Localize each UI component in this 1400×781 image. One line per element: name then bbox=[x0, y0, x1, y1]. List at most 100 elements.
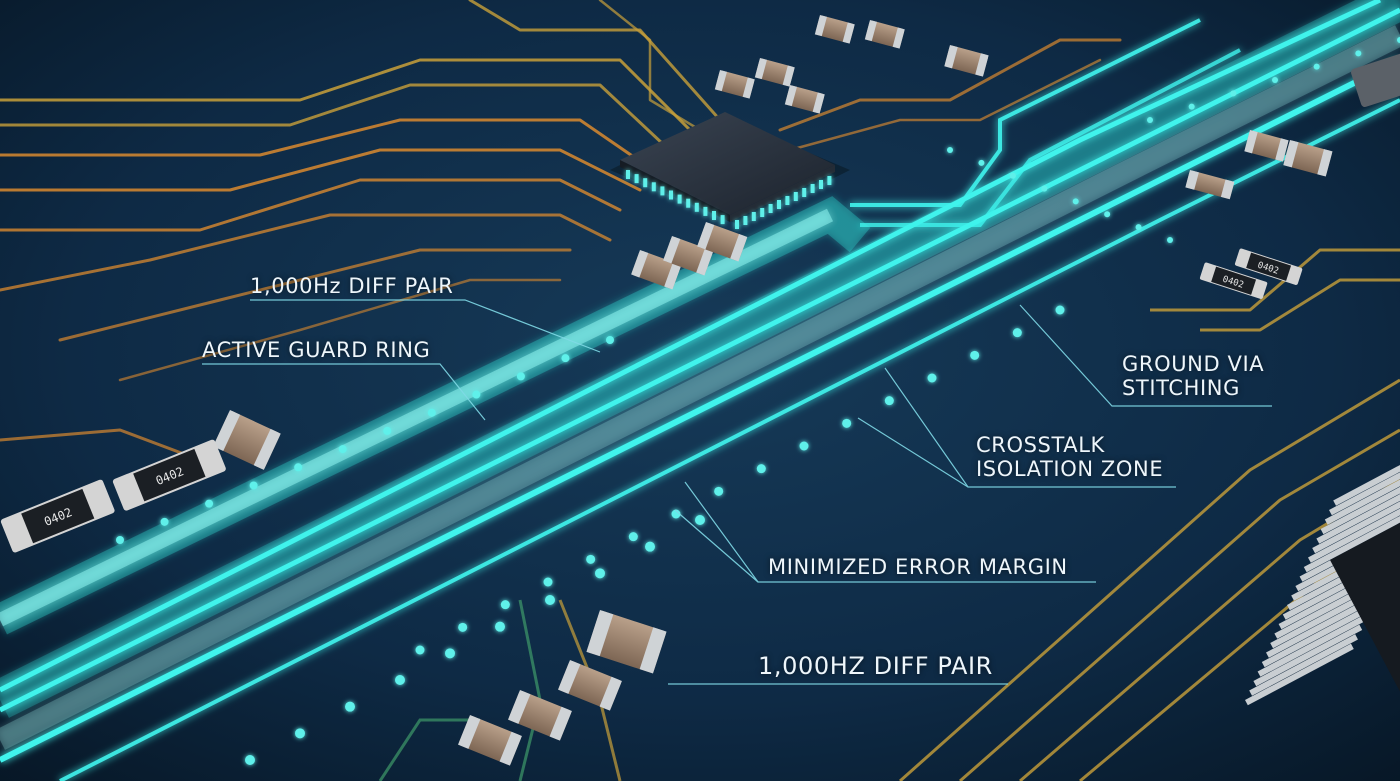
chip-pin bbox=[768, 204, 773, 213]
chip-pin bbox=[785, 196, 790, 205]
via-dot bbox=[545, 595, 555, 605]
capacitor-cap bbox=[586, 610, 614, 657]
capacitor-cap bbox=[499, 731, 522, 766]
chip-pin bbox=[660, 186, 665, 196]
callout-leaders bbox=[202, 299, 1272, 685]
via-dot bbox=[427, 408, 436, 417]
chip-pin bbox=[712, 211, 716, 220]
chip-pin bbox=[743, 216, 748, 225]
connector-pin bbox=[1329, 453, 1400, 516]
resistor-left-1: 0402 bbox=[112, 439, 226, 511]
chip-pin bbox=[626, 170, 630, 179]
capacitor-cap bbox=[714, 70, 727, 92]
connector-pin bbox=[1303, 510, 1400, 573]
via-dot bbox=[1313, 63, 1320, 70]
via-dot bbox=[345, 701, 355, 712]
connector-pin bbox=[1324, 463, 1400, 525]
via-dot bbox=[645, 541, 655, 552]
via-dot bbox=[1272, 77, 1278, 83]
via-dot bbox=[927, 373, 937, 383]
capacitor-cap bbox=[1283, 140, 1299, 168]
via-dot bbox=[294, 463, 303, 472]
callout-diff-pair-top: 1,000Hz DIFF PAIR bbox=[250, 274, 454, 298]
capacitor-cap bbox=[549, 706, 572, 741]
capacitor bbox=[697, 222, 748, 262]
via-dot bbox=[516, 372, 525, 381]
connector-housing bbox=[1329, 517, 1400, 772]
via-dot bbox=[295, 728, 305, 739]
chip-pin bbox=[810, 184, 815, 193]
capacitor-cap bbox=[842, 22, 855, 44]
via-dot bbox=[543, 577, 553, 587]
capacitor-cap bbox=[1317, 149, 1333, 177]
via-dot bbox=[1188, 103, 1195, 110]
capacitor bbox=[631, 250, 682, 290]
capacitor bbox=[1283, 140, 1333, 177]
connector-pin bbox=[1316, 482, 1400, 544]
connector-pin bbox=[1270, 586, 1379, 649]
chip-pin bbox=[694, 202, 699, 212]
via-dot bbox=[628, 532, 638, 542]
capacitor-cap bbox=[1185, 170, 1199, 190]
capacitor-cap bbox=[458, 715, 481, 749]
callout-minimized-error-margin: MINIMIZED ERROR MARGIN bbox=[768, 555, 1068, 579]
capacitor-cap bbox=[754, 58, 767, 80]
via-dot bbox=[947, 147, 953, 153]
via-dot bbox=[756, 464, 766, 474]
connector-pin bbox=[1245, 643, 1354, 706]
capacitor-cap bbox=[1244, 130, 1258, 154]
connector-pin bbox=[1261, 605, 1371, 668]
via-dot bbox=[978, 159, 985, 166]
via-dot bbox=[1104, 211, 1111, 218]
resistor-right-1: 0402 bbox=[1234, 248, 1303, 285]
via-dot bbox=[458, 622, 468, 632]
capacitor-cap bbox=[696, 248, 714, 276]
via-dot bbox=[415, 645, 425, 655]
connector-pin bbox=[1333, 444, 1400, 506]
capacitor-cap bbox=[812, 92, 825, 114]
capacitor-cap bbox=[631, 250, 649, 278]
capacitor-cap bbox=[664, 262, 682, 290]
chip-pin bbox=[793, 192, 798, 201]
chip-pin bbox=[802, 188, 807, 197]
via-dot bbox=[561, 354, 570, 363]
chip-pin bbox=[751, 212, 756, 221]
via-dot bbox=[1397, 37, 1400, 43]
capacitor-cap bbox=[213, 410, 241, 451]
capacitor-cap bbox=[944, 45, 958, 69]
capacitor-cap bbox=[1220, 179, 1235, 200]
capacitor-cap bbox=[892, 27, 905, 49]
capacitor bbox=[508, 690, 572, 741]
capacitor-cap bbox=[975, 53, 989, 77]
connector-pin bbox=[1320, 472, 1400, 535]
chip-pin bbox=[643, 178, 648, 188]
chip-pin bbox=[651, 182, 656, 192]
via-dot bbox=[884, 396, 894, 406]
copper-traces-upper bbox=[0, 0, 1122, 462]
connector-pins bbox=[1245, 49, 1400, 772]
capacitor-cap bbox=[663, 236, 681, 264]
callout-diff-pair-bottom: 1,000HZ DIFF PAIR bbox=[758, 652, 993, 680]
via-dot bbox=[495, 621, 505, 632]
via-dot bbox=[714, 486, 724, 496]
connector-pin bbox=[1307, 501, 1400, 563]
capacitor-cap bbox=[1275, 138, 1289, 162]
capacitor bbox=[714, 70, 755, 99]
capacitor bbox=[558, 660, 622, 711]
capacitor bbox=[814, 15, 855, 44]
via-stitching bbox=[116, 37, 1400, 765]
via-dot bbox=[1135, 224, 1142, 231]
via-dot bbox=[1041, 185, 1048, 192]
callout-ground-via-line2: STITCHING bbox=[1122, 376, 1240, 400]
via-dot bbox=[1012, 328, 1022, 338]
via-dot bbox=[970, 350, 980, 360]
connector-pin bbox=[1253, 624, 1363, 687]
connector-pin bbox=[1249, 634, 1358, 696]
via-dot bbox=[383, 426, 392, 435]
connector-pin bbox=[1312, 491, 1400, 554]
via-dot bbox=[245, 755, 255, 765]
capacitor-cap bbox=[599, 676, 622, 711]
via-dot bbox=[500, 600, 510, 610]
